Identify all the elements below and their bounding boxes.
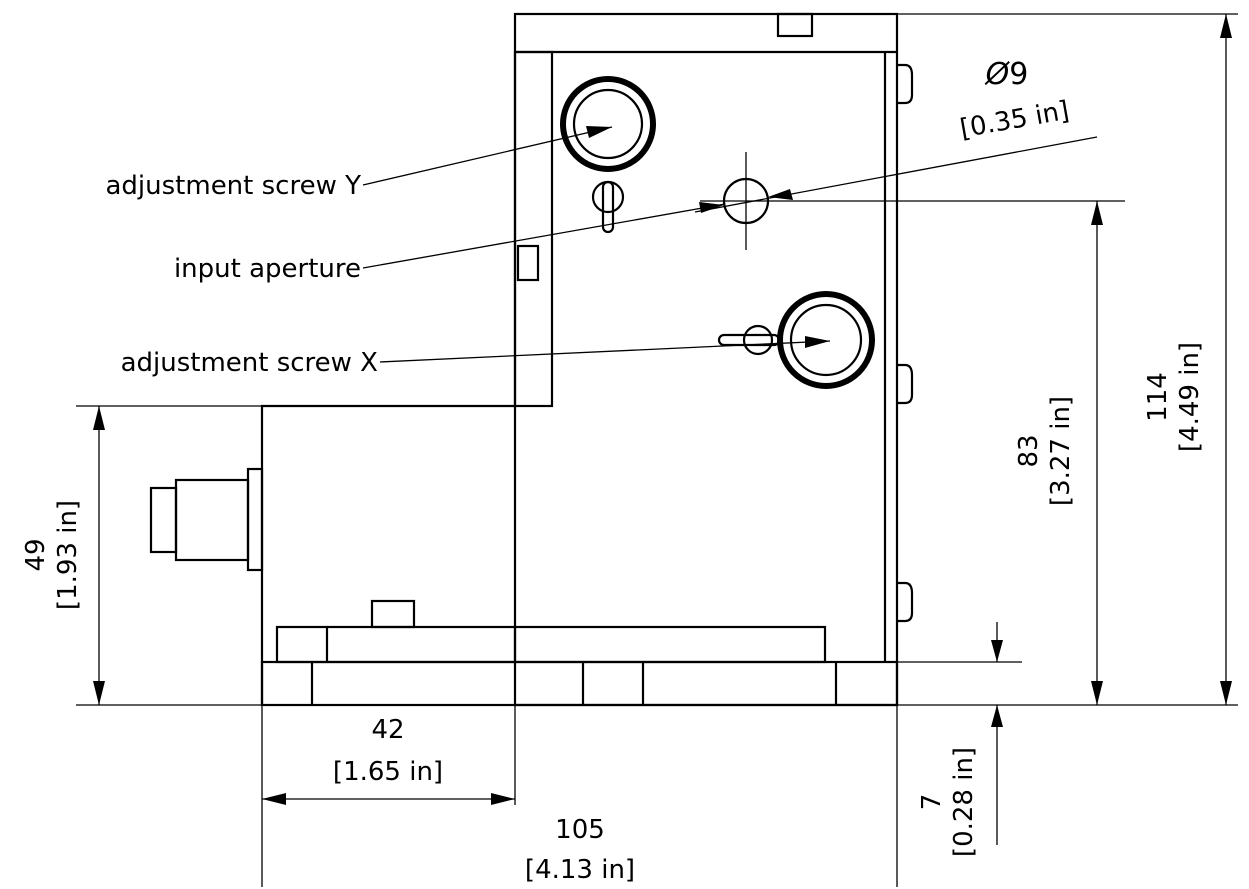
label-adjustment-screw-x: adjustment screw X (121, 348, 378, 378)
dim-42-inches: [1.65 in] (333, 757, 443, 787)
dim-diameter-inches: [0.35 in] (958, 96, 1072, 145)
dimension-lines (76, 13, 1238, 887)
label-input-aperture: input aperture (174, 254, 361, 284)
dim-83-value: 83 (1014, 434, 1044, 467)
dim-105-inches: [4.13 in] (525, 855, 635, 885)
input-aperture (694, 136, 1125, 250)
label-adjustment-screw-y: adjustment screw Y (105, 171, 361, 201)
adjustment-screw-y (560, 76, 656, 234)
dim-49-value: 49 (21, 538, 51, 571)
dim-114: 114 [4.49 in] (1143, 342, 1205, 452)
dim-83-inches: [3.27 in] (1046, 396, 1076, 506)
dim-7: 7 [0.28 in] (917, 747, 979, 857)
adjustment-screw-x (717, 291, 875, 389)
dim-49-inches: [1.93 in] (53, 500, 83, 610)
dim-83: 83 [3.27 in] (1014, 396, 1076, 506)
diameter-symbol: Ø (984, 57, 1011, 92)
dim-49: 49 [1.93 in] (21, 500, 83, 610)
dim-114-inches: [4.49 in] (1175, 342, 1205, 452)
diameter-number: 9 (1009, 57, 1028, 92)
dim-7-inches: [0.28 in] (949, 747, 979, 857)
dim-7-value: 7 (917, 794, 947, 811)
dim-105-value: 105 (555, 815, 605, 845)
dim-42-value: 42 (371, 715, 404, 745)
side-block (149, 404, 515, 705)
base-plate (260, 599, 899, 707)
leader-lines (362, 126, 831, 363)
dim-diameter-value: Ø9 (984, 57, 1029, 92)
dim-114-value: 114 (1143, 372, 1173, 422)
